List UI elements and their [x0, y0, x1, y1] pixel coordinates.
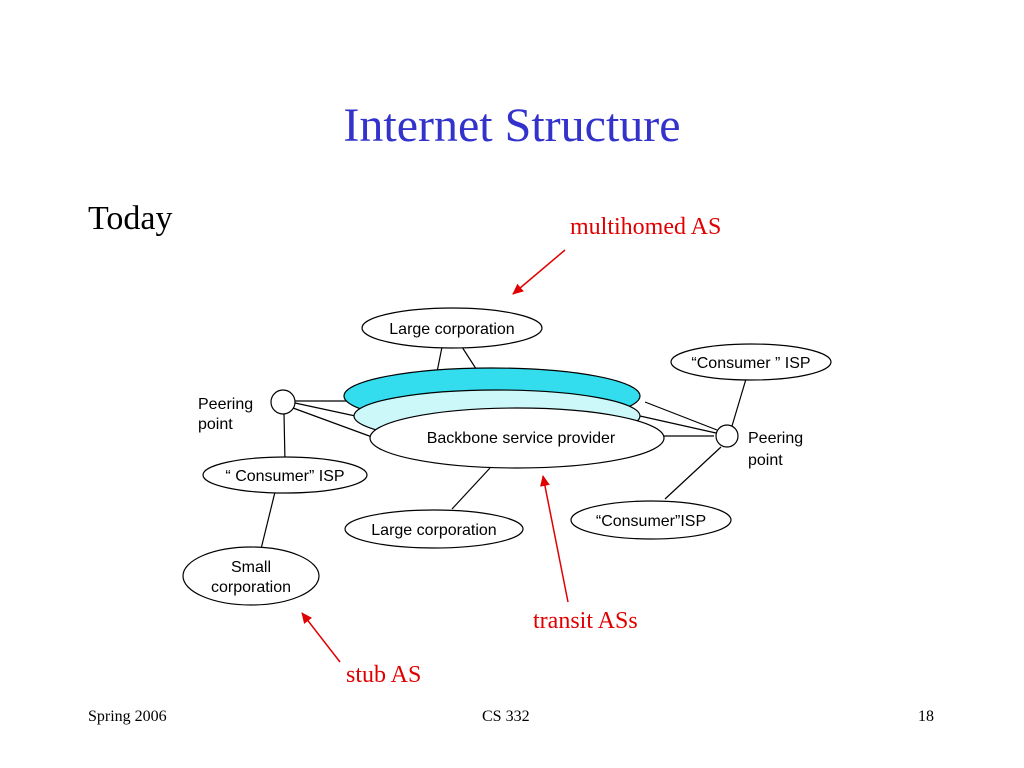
peering-point-left-node: [270, 389, 296, 415]
stub-arrow: [301, 612, 341, 663]
transit-arrow: [540, 475, 569, 603]
consumer-isp-bottom-label: “Consumer”ISP: [596, 513, 706, 530]
backbone-network-front: [369, 407, 665, 469]
large-corporation-bottom-node: [344, 509, 524, 549]
footer-date: Spring 2006: [88, 708, 167, 725]
slide-title: Internet Structure: [343, 99, 681, 152]
backbone-label: Backbone service provider: [427, 430, 616, 447]
footer-slide-number: 18: [918, 708, 934, 725]
consumer-isp-right-node: [670, 343, 832, 381]
large-corporation-top-label: Large corporation: [389, 321, 514, 338]
small-corporation-label-line2: corporation: [211, 579, 291, 596]
peering-point-left-label-line2: point: [198, 416, 233, 433]
consumer-isp-bottom-node: [570, 500, 732, 540]
consumer-isp-left-label: “ Consumer” ISP: [225, 468, 344, 485]
consumer-isp-left-node: [202, 456, 368, 494]
consumer-isp-right-label: “Consumer ” ISP: [691, 355, 810, 372]
bullet-today: Today: [88, 200, 173, 237]
peering-point-left-label-line1: Peering: [198, 396, 253, 413]
small-corporation-label-line1: Small: [231, 559, 271, 576]
large-corporation-top-node: [361, 307, 543, 349]
large-corporation-bottom-label: Large corporation: [371, 522, 496, 539]
connection-lines: [260, 346, 747, 550]
small-corporation-node: [182, 546, 320, 606]
peering-point-right-label-line1: Peering: [748, 430, 803, 447]
callout-transit-ass: transit ASs: [533, 608, 638, 634]
peering-point-right-label-line2: point: [748, 452, 783, 469]
footer-course: CS 332: [482, 708, 530, 725]
peering-point-right-node: [715, 424, 739, 448]
multihomed-arrow: [512, 249, 566, 295]
callout-stub-as: stub AS: [346, 662, 422, 688]
callout-multihomed-as: multihomed AS: [570, 214, 722, 240]
